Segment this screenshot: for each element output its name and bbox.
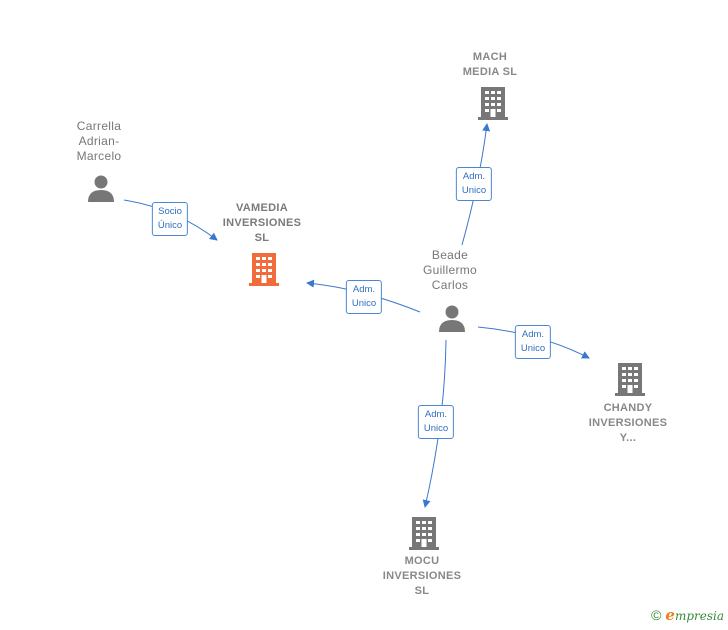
edge-label-adm-unico-chandy[interactable]: Adm. Unico bbox=[514, 325, 552, 359]
person-icon[interactable] bbox=[437, 303, 467, 333]
edge-label-socio-unico[interactable]: Socio Único bbox=[151, 202, 189, 236]
person-label-carrella[interactable]: Carrella Adrian- Marcelo bbox=[76, 119, 122, 163]
company-label-mach[interactable]: MACH MEDIA SL bbox=[462, 51, 518, 78]
edge-label-adm-unico-mach[interactable]: Adm. Unico bbox=[455, 167, 493, 201]
company-label-mocu[interactable]: MOCU INVERSIONES SL bbox=[382, 555, 462, 597]
company-label-chandy[interactable]: CHANDY INVERSIONES Y... bbox=[588, 402, 668, 444]
copyright-icon: © bbox=[651, 607, 662, 623]
edge-label-adm-unico-mocu[interactable]: Adm. Unico bbox=[417, 405, 455, 439]
building-icon-highlighted[interactable] bbox=[248, 252, 280, 286]
building-icon[interactable] bbox=[477, 86, 509, 120]
building-icon[interactable] bbox=[614, 362, 646, 396]
footer-brand: © empresia bbox=[651, 606, 724, 624]
building-icon[interactable] bbox=[408, 516, 440, 550]
brand-logo: empresia bbox=[665, 606, 724, 624]
company-label-vamedia[interactable]: VAMEDIA INVERSIONES SL bbox=[222, 202, 302, 244]
edge-label-adm-unico-vamedia[interactable]: Adm. Unico bbox=[345, 280, 383, 314]
person-label-beade[interactable]: Beade Guillermo Carlos bbox=[422, 248, 478, 292]
person-icon[interactable] bbox=[86, 173, 116, 203]
